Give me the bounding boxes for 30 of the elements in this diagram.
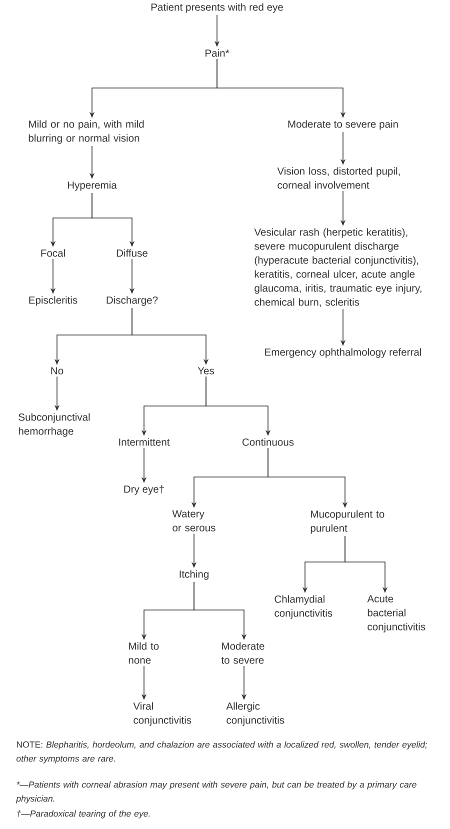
flowchart-text: Subconjunctival hemorrhage — [18, 413, 90, 437]
flowchart-text: Diffuse — [116, 249, 148, 257]
flowchart-text: Allergic conjunctivitis — [226, 702, 284, 726]
flowchart-text: Acute bacterial conjunctivitis — [367, 595, 426, 632]
flowchart-text: Chlamydial conjunctivitis — [274, 595, 332, 619]
footnote: *—Patients with corneal abrasion may present with severe pain, but can be treated by a primary care physician. — [16, 781, 416, 804]
footnote: NOTE: Blepharitis, hordeolum, and chalazion are associated with a localized red, swollen, tender eyelid; other symptoms are rare. — [16, 741, 428, 764]
flowchart-text: Moderate to severe pain — [288, 120, 398, 130]
flowchart-text: Continuous — [242, 438, 294, 446]
flowchart-text: Vision loss, distorted pupil, corneal involvement — [277, 167, 400, 189]
flowchart-text: Mild to none — [128, 642, 159, 664]
flowchart-text: Viral conjunctivitis — [133, 702, 192, 726]
flowchart-text: Hyperemia — [68, 181, 117, 191]
flowchart-text: No — [51, 367, 64, 374]
flowchart-text: Discharge? — [106, 296, 158, 306]
flowchart-text: Moderate to severe — [221, 642, 264, 664]
flowchart-text: Pain* — [206, 49, 230, 57]
footnote: †—Paradoxical tearing of the eye. — [17, 810, 150, 818]
flowchart-text: Vesicular rash (herpetic keratitis), severe mucopurulent discharge (hyperacute bacterial conjunctivitis), keratitis, corneal ulcer, acute angle glaucoma, iritis, traumatic eye injury, chemical burn, scleritis — [254, 228, 422, 307]
flowchart-text: Watery or serous — [172, 510, 216, 532]
flowchart-text: Focal — [41, 249, 65, 257]
flowchart-text: Yes — [198, 367, 214, 374]
flowchart-text: Dry eye† — [124, 485, 164, 495]
flowchart-text: Itching — [180, 570, 208, 580]
flowchart-text: Mild or no pain, with mild blurring or normal vision — [28, 120, 144, 144]
flowchart-text: Patient presents with red eye — [151, 3, 283, 13]
flowchart-text: Intermittent — [119, 438, 170, 446]
flowchart-text: Mucopurulent to purulent — [310, 510, 384, 534]
flowchart-text: Emergency ophthalmology referral — [265, 348, 421, 358]
flowchart-text: Episcleritis — [29, 296, 78, 306]
